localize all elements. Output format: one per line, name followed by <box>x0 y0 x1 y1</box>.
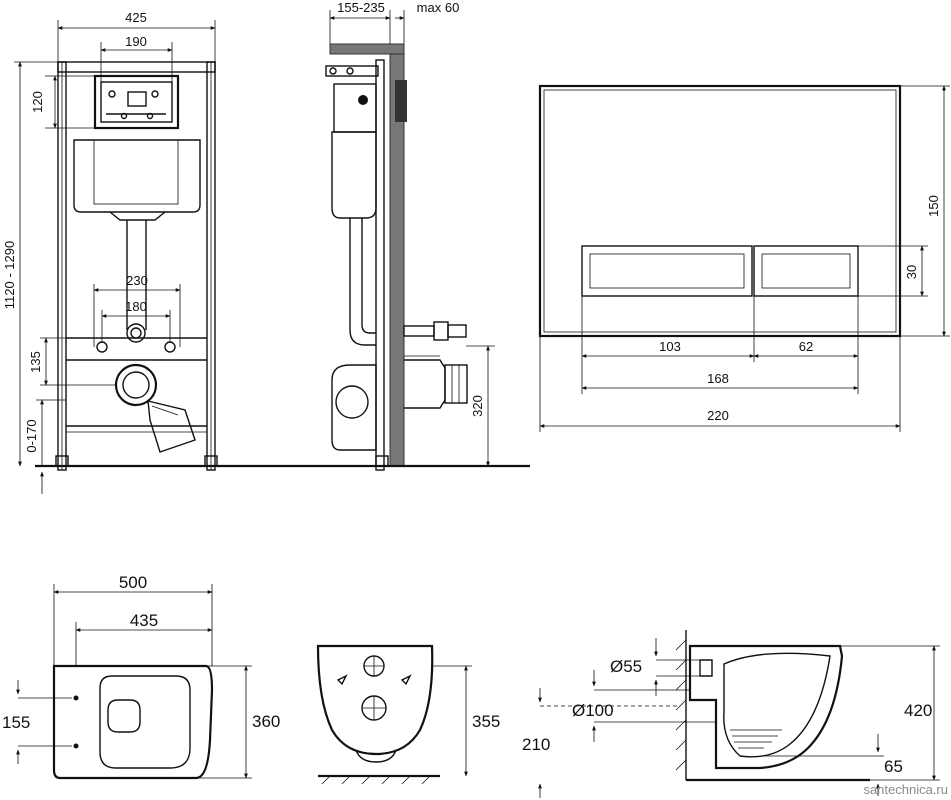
dim-seal: 65 <box>884 757 903 776</box>
dim-bowl-length-inner: 435 <box>130 611 158 630</box>
dim-outlet: Ø100 <box>572 701 614 720</box>
dim-buttons-total: 168 <box>707 371 729 386</box>
dim-wall-max: max 60 <box>417 0 460 15</box>
dim-bolt-spacing: 155 <box>2 713 30 732</box>
dim-plate-width: 190 <box>125 34 147 49</box>
bowl-side-view: Ø55 Ø100 210 420 65 <box>522 630 940 798</box>
frame-front-view: 425 190 120 1120 - 1290 230 180 135 0 <box>2 10 380 494</box>
dim-outlet-height: 320 <box>470 395 485 417</box>
dim-bowl-height: 420 <box>904 701 932 720</box>
dim-plate-height: 120 <box>30 91 45 113</box>
dim-bolt-outer: 230 <box>126 273 148 288</box>
frame-side-view: 155-235 max 60 320 <box>325 0 530 471</box>
dim-drain-offset: 135 <box>28 351 43 373</box>
dim-frame-width: 425 <box>125 10 147 25</box>
dim-button-right: 62 <box>799 339 813 354</box>
dim-bowl-length: 500 <box>119 573 147 592</box>
dim-back-height: 355 <box>472 712 500 731</box>
dim-button-left: 103 <box>659 339 681 354</box>
dim-frame-height: 1120 - 1290 <box>2 241 17 309</box>
flush-plate-view: 150 30 103 62 168 220 <box>538 84 950 432</box>
dim-bowl-width: 360 <box>252 712 280 731</box>
dim-inlet: Ø55 <box>610 657 642 676</box>
dim-outlet-height-bowl: 210 <box>522 735 550 754</box>
bowl-top-view: 500 435 155 360 <box>2 573 280 780</box>
dim-depth-range: 155-235 <box>337 0 385 15</box>
dim-bolt-inner: 180 <box>125 299 147 314</box>
dim-plate-w: 220 <box>707 408 729 423</box>
watermark: santechnica.ru <box>863 782 948 797</box>
dim-button-h: 30 <box>904 265 919 279</box>
bowl-back-view: 355 <box>316 644 500 785</box>
dim-foot-adjust: 0-170 <box>24 419 39 452</box>
dim-plate-h: 150 <box>926 195 941 217</box>
